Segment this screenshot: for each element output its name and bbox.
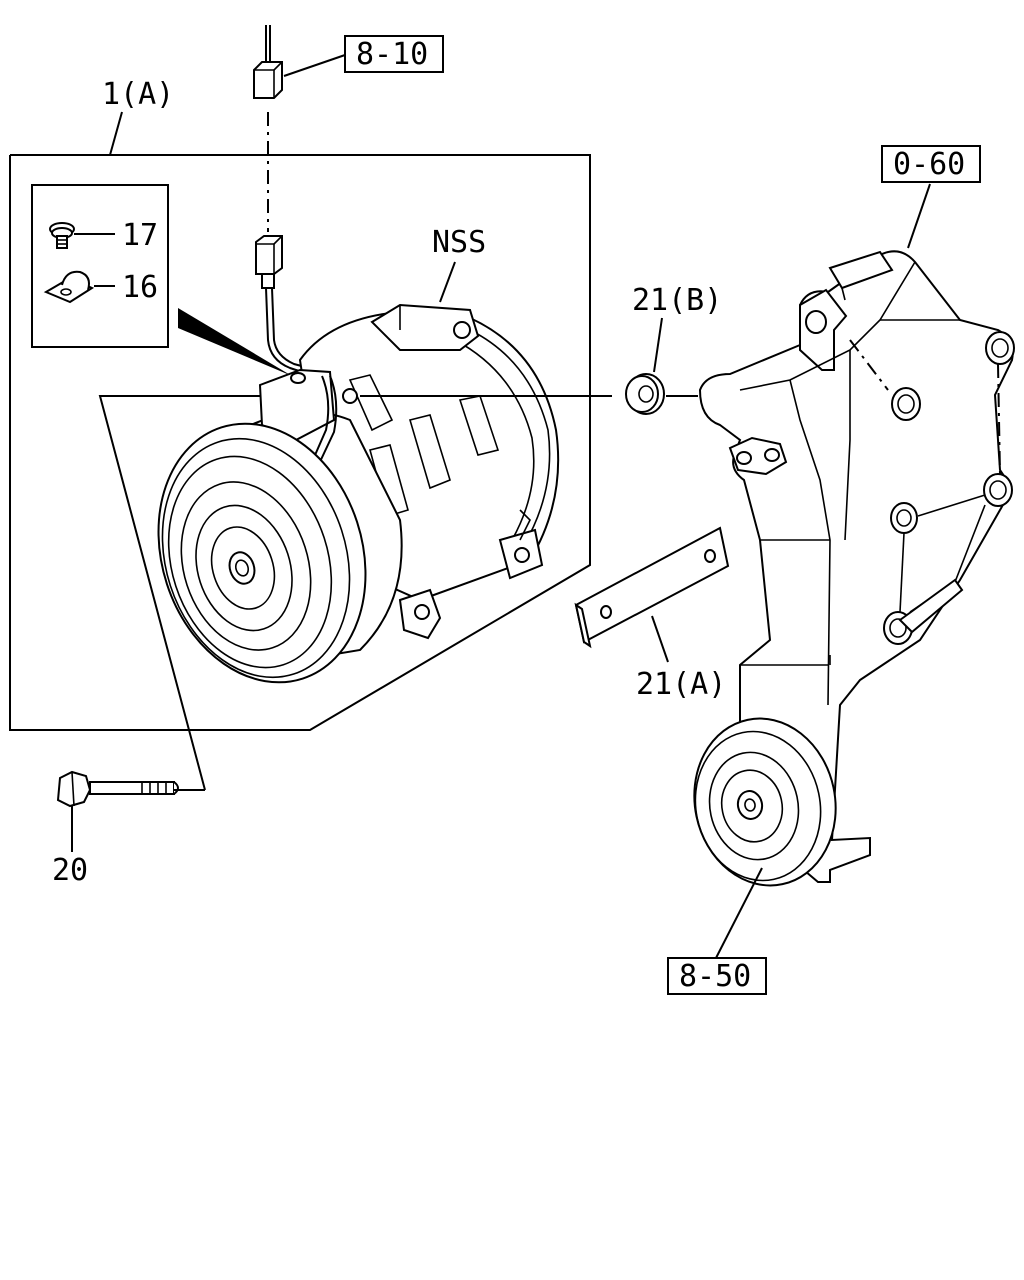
label-clip: 16 xyxy=(122,270,158,305)
label-washer: 21(B) xyxy=(632,283,722,318)
label-ref-top: 8-10 xyxy=(356,37,428,72)
ref-box-top xyxy=(344,35,444,73)
bracket xyxy=(693,250,1015,887)
connector-lower xyxy=(255,235,325,379)
screw-icon xyxy=(49,222,75,249)
plate-icon xyxy=(574,526,730,649)
assembly-frame: 1(A) xyxy=(9,77,591,731)
bolt-icon xyxy=(56,770,179,808)
connector-top xyxy=(253,25,283,99)
label-ref-bottom: 8-50 xyxy=(679,959,751,994)
label-screw: 17 xyxy=(122,218,158,253)
label-plate: 21(A) xyxy=(636,667,726,702)
clip-icon xyxy=(43,270,95,304)
washer-icon xyxy=(625,373,665,415)
ref-box-bottom xyxy=(667,957,767,995)
pointer-wedge xyxy=(178,308,292,376)
compressor xyxy=(157,303,560,684)
label-bolt: 20 xyxy=(52,853,88,888)
label-assembly: 1(A) xyxy=(102,77,174,112)
ref-box-right xyxy=(881,145,981,183)
label-nss: NSS xyxy=(432,225,486,260)
idler-pulley-icon xyxy=(693,717,837,887)
pulley-icon xyxy=(157,422,367,684)
hardware-inset: 17 16 xyxy=(31,184,169,348)
label-ref-right: 0-60 xyxy=(893,147,965,182)
